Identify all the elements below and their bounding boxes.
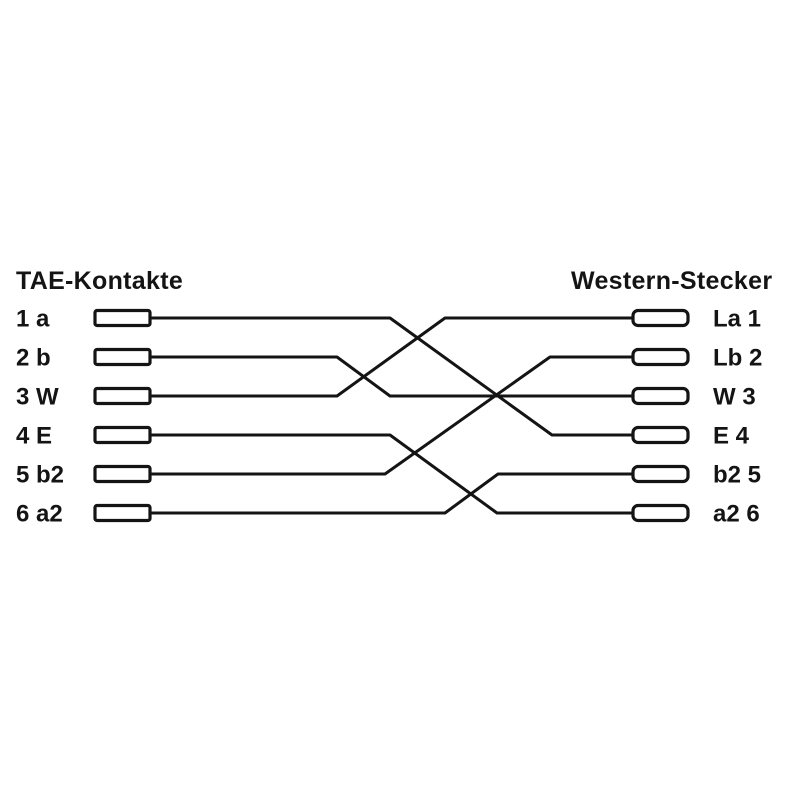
left-contact-3w [93,386,152,406]
left-pin-label-2b: 2 b [16,345,51,372]
right-contact-la1 [631,308,690,328]
right-contact-a26 [631,503,690,523]
wires [150,316,633,515]
right-contact-e4 [631,425,690,445]
right-pin-label-e4: E 4 [713,423,750,450]
wire-3W-to-La1 [150,316,633,398]
right-contact-w3 [631,386,690,406]
right-pin-label-b25: b2 5 [713,462,761,489]
left-pin-label-3w: 3 W [16,384,59,411]
right-contact-b25 [631,464,690,484]
left-heading: TAE-Kontakte [16,267,183,295]
left-contact-6a2 [93,503,152,523]
left-pin-label-4e: 4 E [16,423,52,450]
right-pin-label-a26: a2 6 [713,501,760,528]
left-pin-label-1a: 1 a [16,306,50,333]
left-pin-label-6a2: 6 a2 [16,501,63,528]
right-heading: Western-Stecker [571,267,772,295]
left-contact-1a [93,308,152,328]
left-contact-4e [93,425,152,445]
right-pin-label-w3: W 3 [713,384,756,411]
right-pin-label-la1: La 1 [713,306,761,333]
left-contact-2b [93,347,152,367]
left-pin-label-5b2: 5 b2 [16,462,64,489]
wire-5b2-to-Lb2 [150,355,633,476]
wire-1a-to-E4 [150,316,633,437]
left-contact-5b2 [93,464,152,484]
wire-6a2-to-b25 [150,472,633,515]
right-contact-lb2 [631,347,690,367]
right-pin-label-lb2: Lb 2 [713,345,762,372]
wire-2b-to-W3 [150,355,633,398]
wire-4E-to-a26 [150,433,633,515]
